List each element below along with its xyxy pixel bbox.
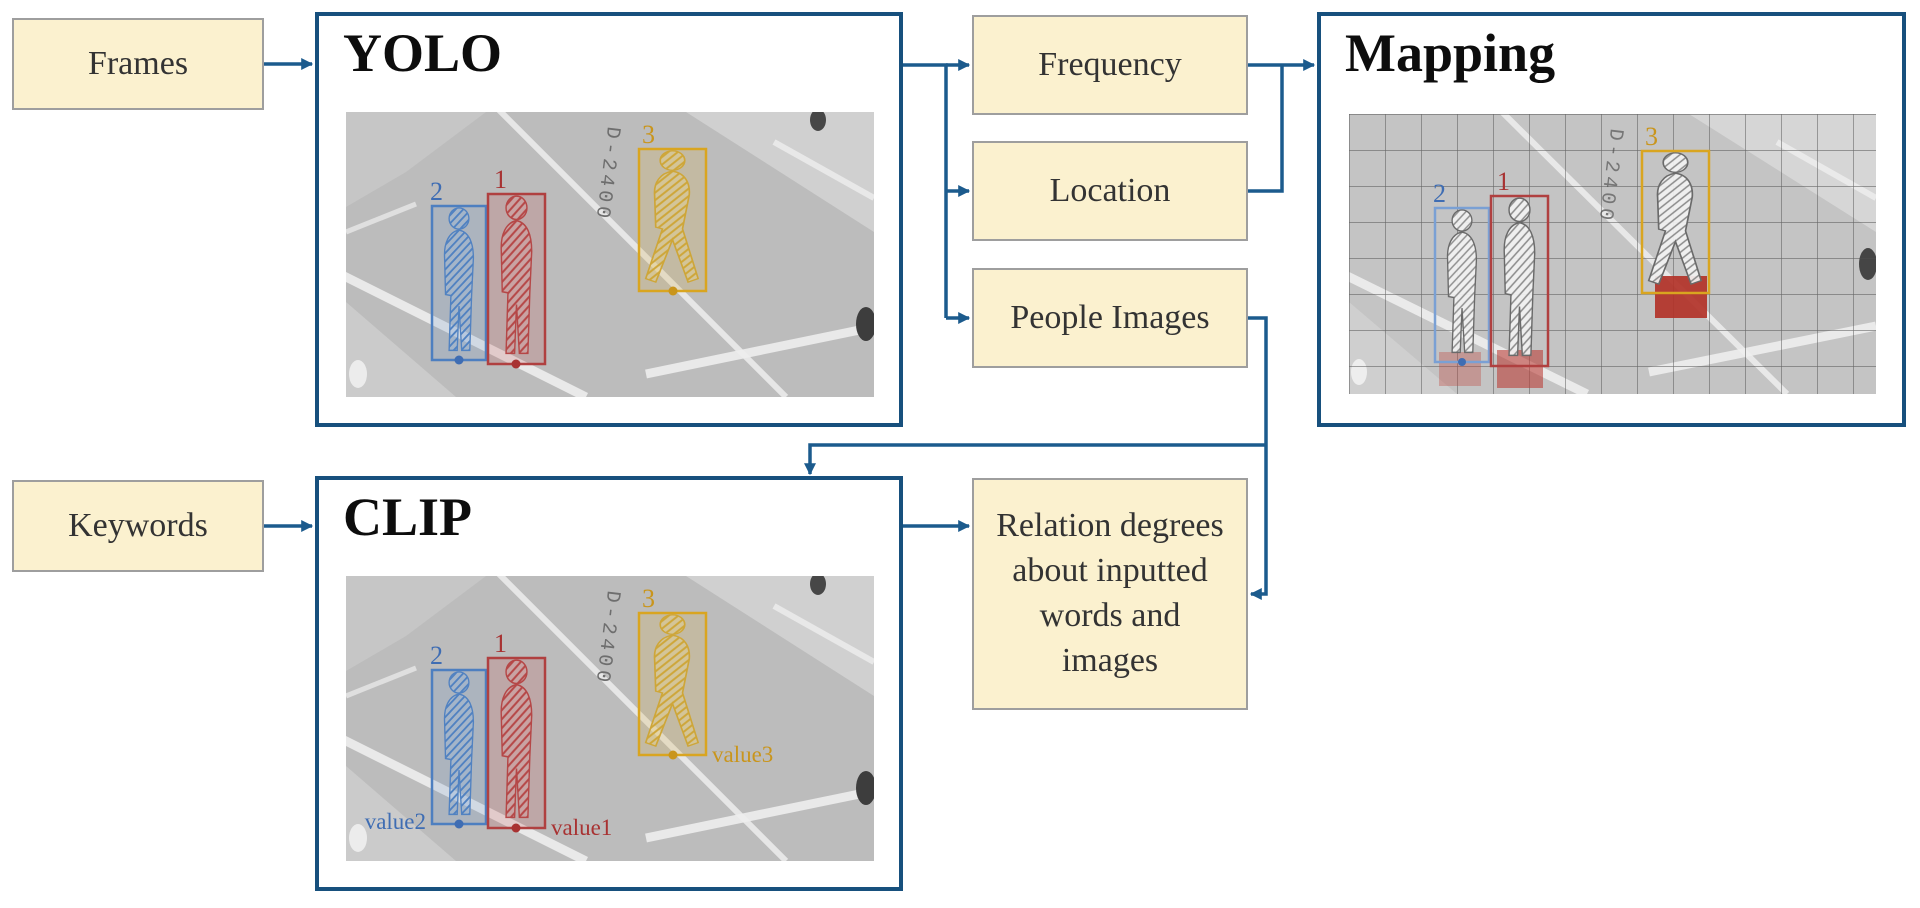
arrow-people-images-to-relation xyxy=(1248,316,1268,600)
detection-label-1: 1 xyxy=(1497,167,1510,196)
person-1-figure xyxy=(500,195,533,355)
yolo-panel: YOLO xyxy=(315,12,903,427)
clip-scene-image: D-2400 2 1 3 xyxy=(346,576,874,861)
bystander-figure xyxy=(810,576,826,595)
footprint-square-1 xyxy=(1497,350,1543,388)
detection-box-1 xyxy=(486,192,547,366)
location-box: Location xyxy=(972,141,1248,241)
person-2-figure xyxy=(443,207,475,352)
detection-label-2: 2 xyxy=(1433,179,1446,208)
people-images-label: People Images xyxy=(1010,298,1210,336)
detection-label-3: 3 xyxy=(642,584,655,613)
road-markings xyxy=(346,112,874,397)
detection-label-3: 3 xyxy=(1645,122,1658,151)
person-2-figure xyxy=(1446,209,1478,354)
detection-box-2 xyxy=(430,668,488,826)
detection-label-3: 3 xyxy=(642,120,655,149)
detection-label-2: 2 xyxy=(430,177,443,206)
keywords-box: Keywords xyxy=(12,480,264,572)
person-3-figure xyxy=(644,150,700,284)
frames-label: Frames xyxy=(87,44,189,82)
mapping-panel: Mapping D-2400 xyxy=(1317,12,1906,427)
keywords-label: Keywords xyxy=(68,506,208,544)
person-3-figure xyxy=(644,614,700,748)
clip-title: CLIP xyxy=(343,487,473,547)
person-1-figure xyxy=(500,659,533,819)
detection-label-1: 1 xyxy=(494,629,507,658)
relation-degrees-box: Relation degrees about inputted words an… xyxy=(972,478,1248,710)
frequency-box: Frequency xyxy=(972,15,1248,115)
clip-value-2-label: value2 xyxy=(365,809,426,834)
person-3-figure xyxy=(1647,152,1703,286)
line-location-join xyxy=(1248,65,1284,193)
yolo-title: YOLO xyxy=(343,23,503,83)
relation-degrees-label: Relation degrees about inputted words an… xyxy=(996,507,1224,679)
clip-value-3-label: value3 xyxy=(712,742,773,767)
line-yolo-branch-trunk xyxy=(903,63,948,318)
bystander-figure xyxy=(856,307,874,341)
detection-box-3 xyxy=(637,611,708,757)
anchor-dot-1 xyxy=(511,359,521,369)
clip-value-1-label: value1 xyxy=(551,815,612,840)
anchor-dot-2 xyxy=(454,819,464,829)
footprint-square-3 xyxy=(1655,276,1707,318)
clip-panel: CLIP xyxy=(315,476,903,891)
detection-box-1 xyxy=(486,656,547,830)
yolo-scene-image: D-2400 2 1 3 xyxy=(346,112,874,397)
person-1-figure xyxy=(1503,197,1536,357)
detection-box-2 xyxy=(430,204,488,362)
mapping-scene-image: D-2400 2 1 xyxy=(1349,114,1876,394)
detection-box-3 xyxy=(1640,149,1711,295)
anchor-dot-3 xyxy=(668,750,678,760)
bystander-figure xyxy=(349,824,367,852)
arrow-people-images-to-clip xyxy=(804,443,1266,476)
anchor-dot-1 xyxy=(511,823,521,833)
detection-box-3 xyxy=(637,147,708,293)
location-label: Location xyxy=(1049,171,1171,209)
anchor-dot-3 xyxy=(668,286,678,296)
detection-label-1: 1 xyxy=(494,165,507,194)
detection-box-1 xyxy=(1489,194,1550,368)
people-images-box: People Images xyxy=(972,268,1248,368)
bystander-figure xyxy=(856,771,874,805)
bystander-figure xyxy=(810,112,826,131)
frames-box: Frames xyxy=(12,18,264,110)
anchor-dot-2 xyxy=(454,355,464,365)
person-2-figure xyxy=(443,671,475,816)
footprint-square-2 xyxy=(1439,352,1481,386)
anchor-dot-2 xyxy=(1458,358,1466,366)
detection-label-2: 2 xyxy=(430,641,443,670)
bystander-figure xyxy=(349,360,367,388)
mapping-title: Mapping xyxy=(1345,23,1556,83)
grid-overlay xyxy=(1349,114,1876,394)
frequency-label: Frequency xyxy=(1038,45,1182,83)
